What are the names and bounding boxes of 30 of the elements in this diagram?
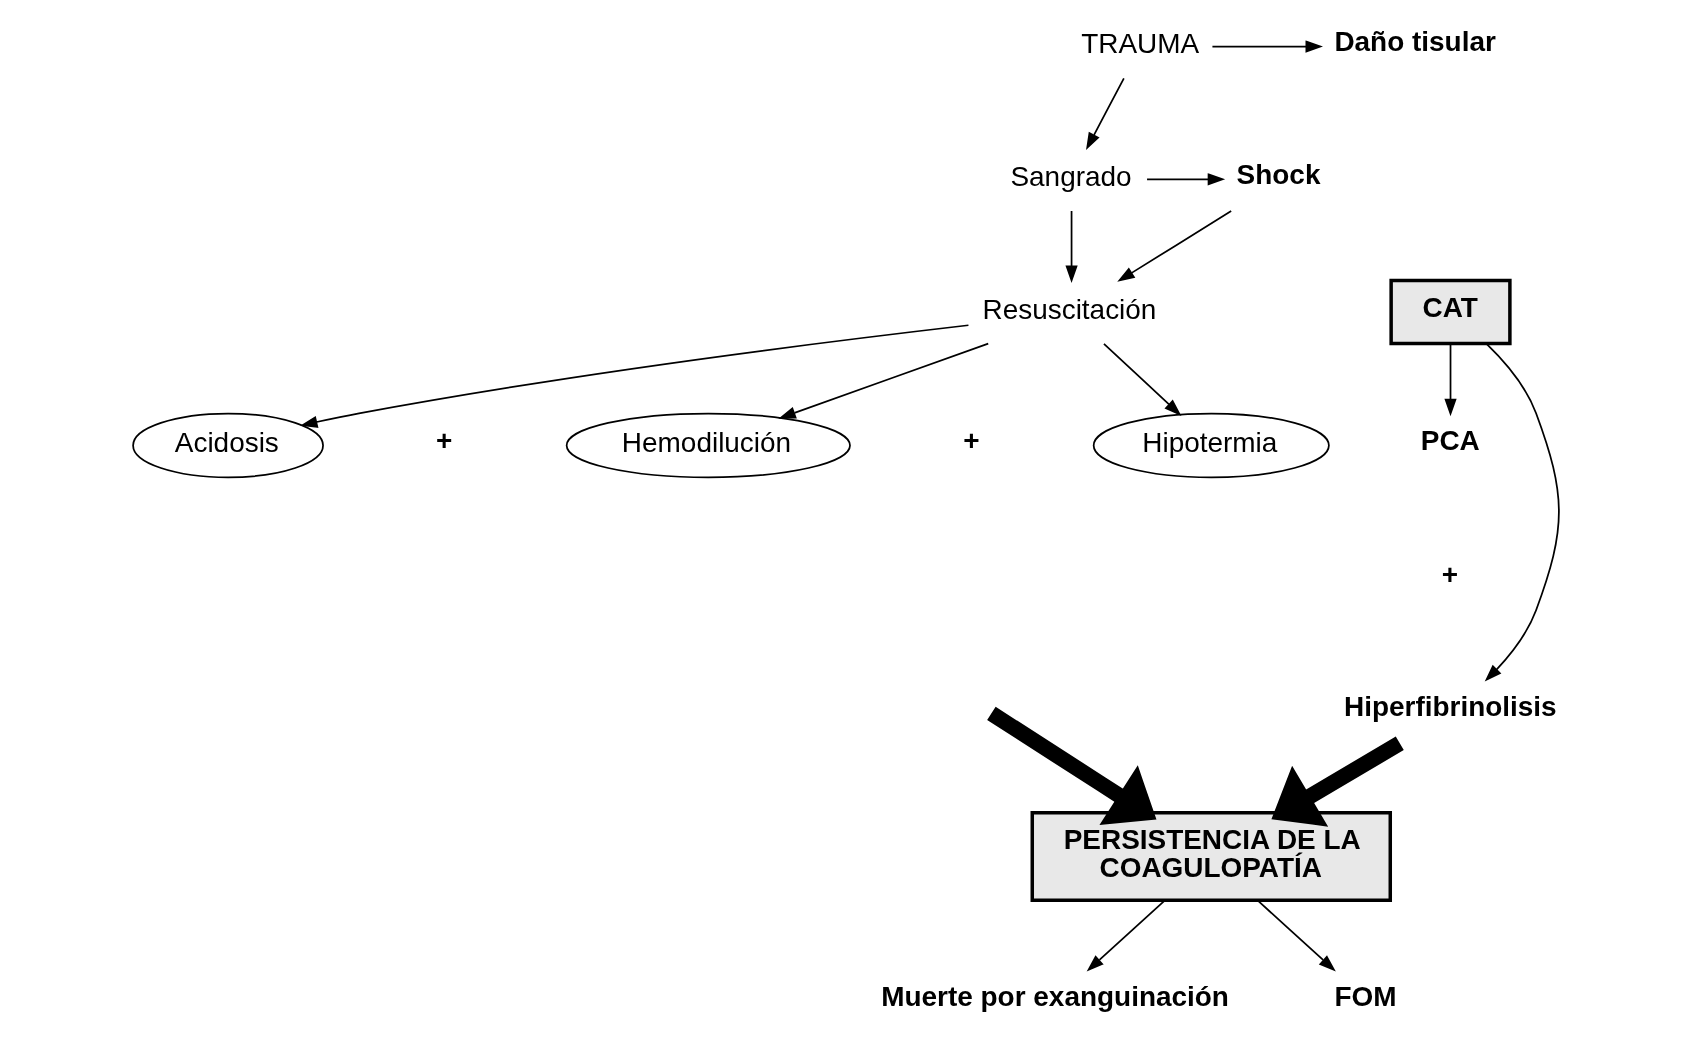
label: + [962,425,980,457]
arrow [1102,343,1181,416]
arrow [777,342,989,419]
arrow [1116,210,1232,282]
label: + [435,425,452,457]
arrow [1086,899,1165,972]
node-text: TRAUMA [1080,28,1199,60]
arrow [1145,173,1225,186]
arrow [1211,40,1323,53]
node-text: Hiperfibrinolisis [1343,691,1557,723]
node-text: Sangrado [1009,160,1132,192]
node-text: Muerte por exanguinación [880,981,1229,1013]
node-box: CAT [1388,278,1512,346]
node-ellipse: Hipotermia [1092,412,1330,479]
arrow [1064,210,1078,284]
arrow [299,324,969,428]
arrow [1443,343,1457,417]
node-box: PERSISTENCIA DE LA COAGULOPATÍA [1030,811,1392,902]
node-text: Resuscitación [982,293,1156,325]
arrow [1085,77,1125,151]
arrow [986,706,1156,825]
arrow [1256,899,1336,972]
node-text: FOM [1333,981,1396,1013]
arrow [1484,343,1560,682]
node-text: Daño tisular [1333,26,1496,58]
node-text: PCA [1420,425,1480,457]
node-text: Shock [1236,159,1320,191]
arrow [1270,736,1404,827]
node-ellipse: Hemodilución [565,412,851,479]
label: + [1441,558,1458,590]
